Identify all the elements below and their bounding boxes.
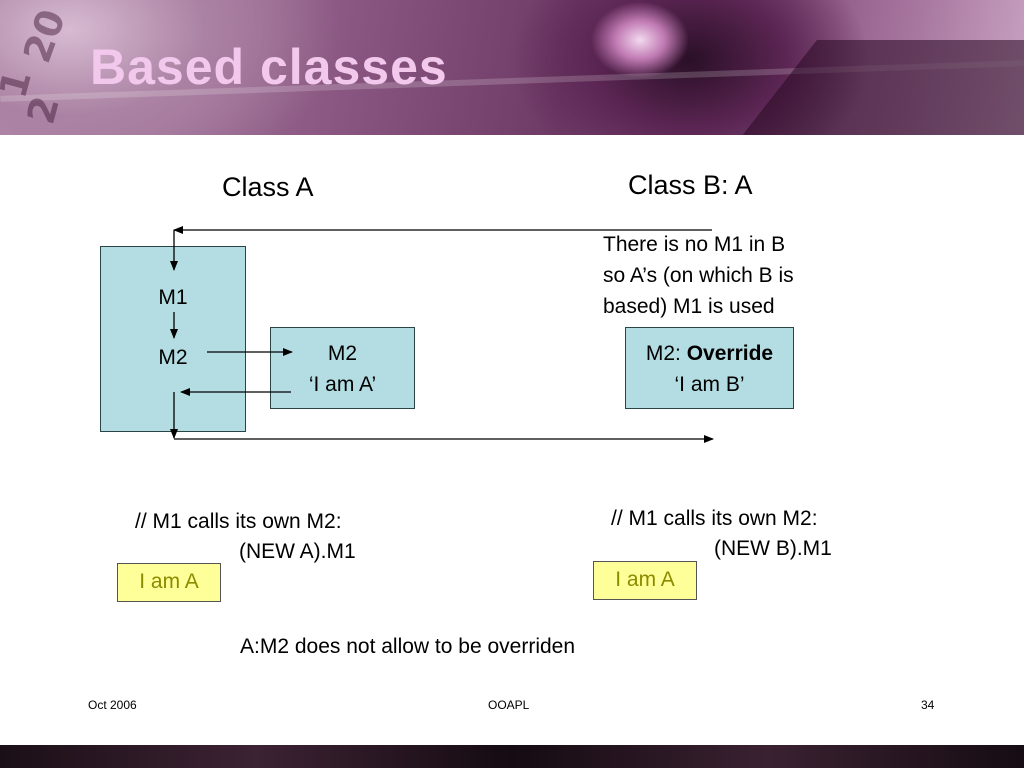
result-box-a: I am A [117, 563, 221, 602]
comment-b-line2: (NEW B).M1 [714, 537, 832, 560]
m2-label: M2 [158, 346, 188, 369]
conclusion-text: A:M2 does not allow to be overriden [240, 635, 576, 658]
title-banner: 20 1 2 Based classes [0, 0, 1024, 135]
override-keyword: Override [686, 342, 774, 365]
footer-bar [0, 745, 1024, 768]
m2-box-class-a: M2 ‘I am A’ [270, 327, 415, 409]
comment-a-line2: (NEW A).M1 [239, 540, 356, 563]
class-a-box: M1 M2 [100, 246, 246, 432]
comment-b-line1: // M1 calls its own M2: [611, 507, 818, 530]
footer-date: Oct 2006 [88, 698, 137, 712]
slide-title: Based classes [90, 39, 448, 95]
explanation-line: There is no M1 in B [603, 233, 786, 256]
m2-box-b-line2: ‘I am B’ [674, 373, 745, 396]
class-a-heading: Class A [222, 172, 314, 202]
m2-box-class-b: M2: Override ‘I am B’ [625, 327, 794, 409]
m2-box-b-line1: M2: Override [626, 339, 793, 368]
comment-a-line1: // M1 calls its own M2: [135, 510, 342, 533]
m2-box-a-line1: M2 [327, 342, 358, 365]
result-box-b: I am A [593, 561, 697, 600]
m2-box-b-prefix: M2: [645, 342, 687, 365]
footer-title: OOAPL [488, 698, 530, 712]
class-b-heading: Class B: A [628, 170, 753, 200]
m1-label: M1 [158, 286, 188, 309]
explanation-line: so A’s (on which B is [603, 264, 794, 287]
page-number: 34 [921, 698, 935, 712]
m2-box-a-line2: ‘I am A’ [308, 373, 377, 396]
explanation-line: based) M1 is used [603, 295, 775, 318]
